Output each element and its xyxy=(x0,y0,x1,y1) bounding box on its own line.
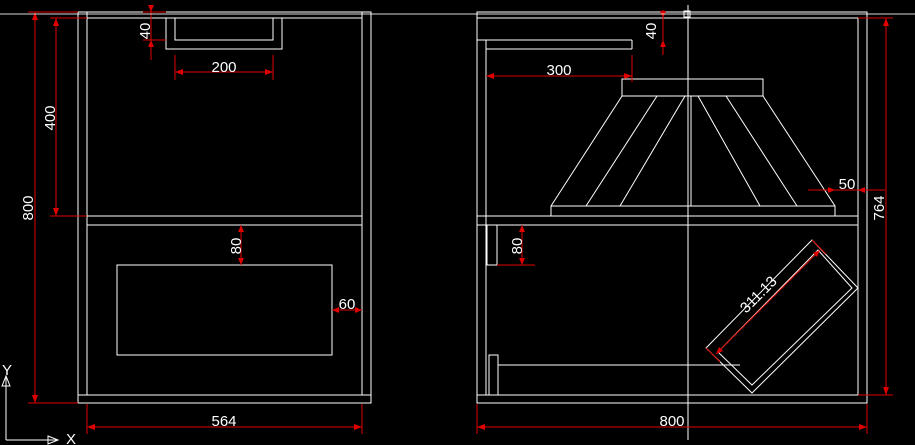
side-hopper-base xyxy=(550,205,836,217)
side-dimensions: 40 300 50 764 80 311.13 xyxy=(476,5,893,440)
front-top-slot xyxy=(165,17,283,50)
dim-side-shelf-depth: 300 xyxy=(546,62,571,79)
ucs-y-label: Y xyxy=(2,362,12,379)
side-strut-4 xyxy=(725,95,798,207)
dim-front-window-gap: 80 xyxy=(228,238,245,255)
side-small-block xyxy=(486,224,498,266)
front-dimensions: 40 200 400 800 80 60 xyxy=(20,5,363,434)
dim-line-side-diagonal xyxy=(715,249,821,355)
dim-side-total-width: 800 xyxy=(659,413,684,430)
side-view xyxy=(476,11,868,404)
side-hopper-cap xyxy=(621,78,764,97)
crosshair-cursor-icon xyxy=(0,10,915,18)
front-window-opening xyxy=(116,264,333,356)
side-hopper-left-slope xyxy=(550,95,623,207)
side-strut-2 xyxy=(619,95,686,207)
dim-side-block-height: 80 xyxy=(509,238,526,255)
front-top-slot-inner xyxy=(174,17,274,41)
dim-front-window-side-gap: 60 xyxy=(339,296,356,313)
side-lower-stub xyxy=(488,354,499,396)
side-hopper-right-slope xyxy=(762,95,836,207)
side-outer-frame xyxy=(476,11,868,404)
dim-front-total-height: 800 xyxy=(20,195,37,220)
side-strut-3 xyxy=(697,95,761,207)
ucs-x-label: X xyxy=(66,431,76,445)
dim-side-inner-height: 764 xyxy=(871,195,888,220)
dim-side-bracket-offset: 50 xyxy=(839,176,856,193)
dim-front-total-width: 564 xyxy=(211,413,236,430)
front-outer-frame xyxy=(77,11,372,404)
dim-front-slot-width: 200 xyxy=(211,59,236,76)
front-view xyxy=(77,11,372,404)
dim-side-slot-depth: 40 xyxy=(643,23,660,40)
ucs-axis-icon: Y X xyxy=(1,362,76,445)
side-tilted-box xyxy=(705,239,859,394)
side-strut-1 xyxy=(585,95,658,207)
dim-front-upper-height: 400 xyxy=(42,105,59,130)
dim-front-slot-depth: 40 xyxy=(137,23,154,40)
